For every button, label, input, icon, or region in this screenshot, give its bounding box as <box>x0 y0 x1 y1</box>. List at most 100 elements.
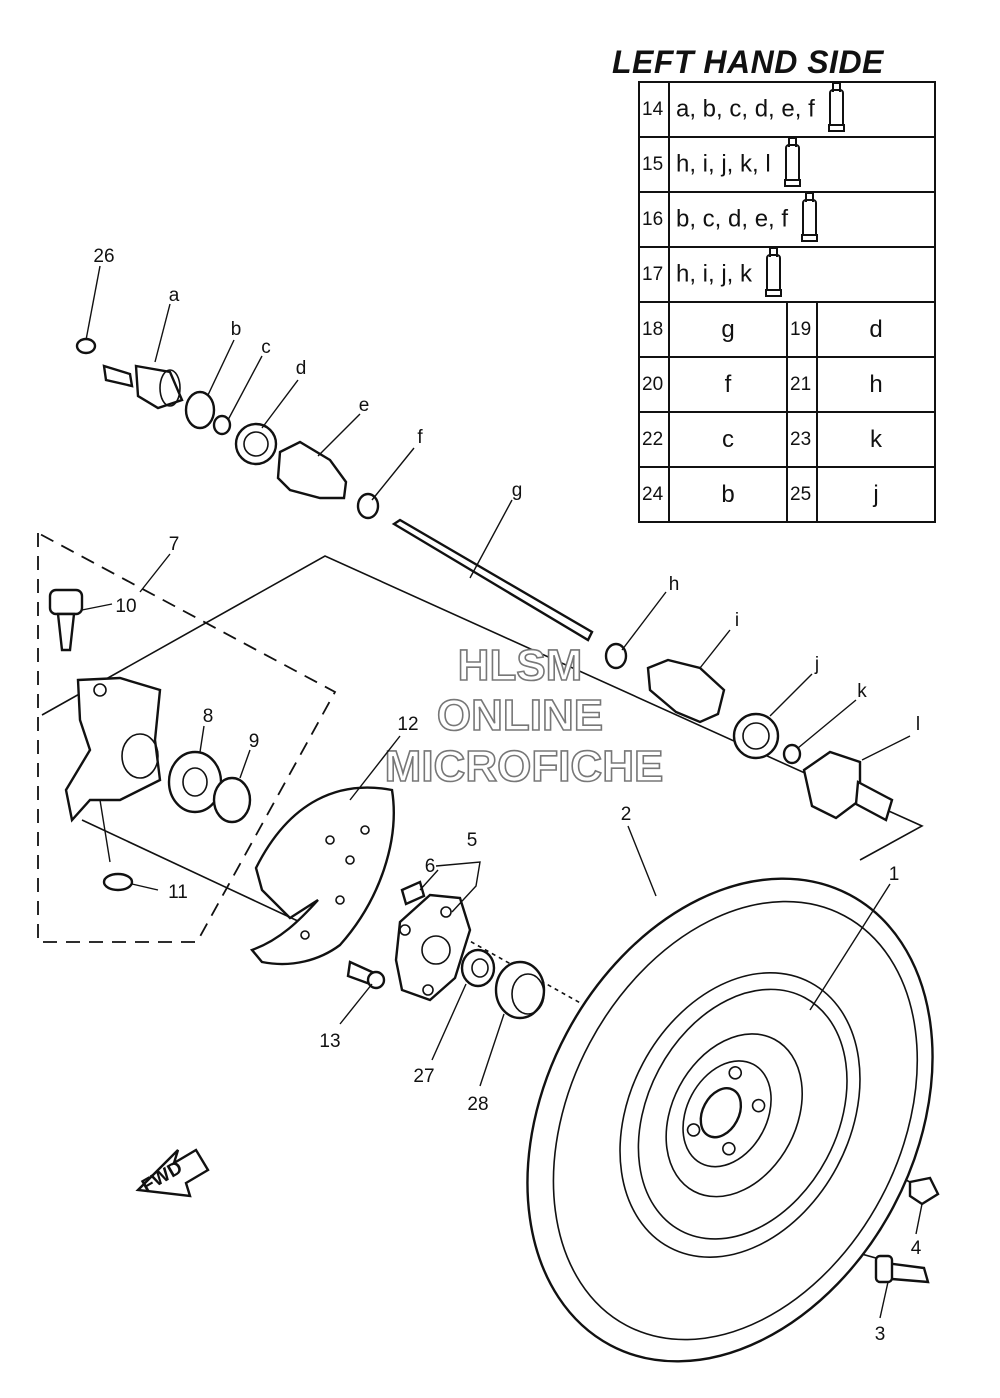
label-h: h <box>669 574 680 595</box>
cv-joint-inner <box>102 364 184 410</box>
row-parts: h, i, j, k <box>668 246 936 303</box>
callout-13: 13 <box>319 1031 340 1052</box>
hub-cap <box>494 960 546 1020</box>
row-number: 16 <box>638 191 670 248</box>
band-j <box>732 712 780 760</box>
table-row: 18 g 19 d <box>638 301 936 358</box>
row-number: 20 <box>638 356 670 413</box>
row-value: b <box>668 466 788 523</box>
table-row: 15 h, i, j, k, l <box>638 136 936 193</box>
watermark-line-3: MICROFICHE <box>385 742 664 791</box>
hub-nut <box>460 948 496 988</box>
table-row: 22 c 23 k <box>638 411 936 468</box>
steering-knuckle <box>64 676 162 823</box>
label-d: d <box>296 358 307 379</box>
row-value: k <box>816 411 936 468</box>
table-row: 24 b 25 j <box>638 466 936 523</box>
label-b: b <box>231 319 242 340</box>
wheel-nut <box>908 1176 940 1206</box>
callout-6: 6 <box>425 856 436 877</box>
band-d <box>234 422 278 466</box>
row-value: g <box>668 301 788 358</box>
row-value: f <box>668 356 788 413</box>
row-number: 14 <box>638 81 670 138</box>
callout-2: 2 <box>621 804 632 825</box>
label-f: f <box>417 427 423 448</box>
brake-guard <box>249 786 395 966</box>
grease-tube-icon <box>801 191 819 242</box>
callout-3: 3 <box>875 1324 886 1345</box>
row-number: 19 <box>786 301 818 358</box>
label-e: e <box>359 395 370 416</box>
callout-10: 10 <box>115 596 136 617</box>
callout-8: 8 <box>203 706 214 727</box>
row-parts: b, c, d, e, f <box>668 191 936 248</box>
clip-k <box>782 743 802 765</box>
row-value: h <box>816 356 936 413</box>
table-row: 20 f 21 h <box>638 356 936 413</box>
row-number: 21 <box>786 356 818 413</box>
cv-joint-outer-l <box>802 750 894 822</box>
side-title: LEFT HAND SIDE <box>612 44 884 80</box>
label-l: l <box>916 714 920 735</box>
callout-12: 12 <box>397 714 418 735</box>
label-c: c <box>261 337 271 358</box>
row-value: d <box>816 301 936 358</box>
row-number: 15 <box>638 136 670 193</box>
table-row: 14 a, b, c, d, e, f <box>638 81 936 138</box>
clip-c <box>212 414 232 436</box>
leader-lines <box>81 265 923 1319</box>
axis-line-hub <box>81 819 301 923</box>
table-row: 16 b, c, d, e, f <box>638 191 936 248</box>
callout-7: 7 <box>169 534 180 555</box>
cotter-ring <box>102 872 134 892</box>
drive-shaft-g <box>391 518 594 642</box>
wheel-rim <box>619 972 861 1258</box>
boot-e <box>276 440 348 500</box>
callout-11: 11 <box>168 882 188 903</box>
row-number: 18 <box>638 301 670 358</box>
row-number: 22 <box>638 411 670 468</box>
band-h <box>604 642 628 670</box>
knuckle-bearing <box>167 750 223 814</box>
callout-4: 4 <box>911 1238 922 1259</box>
row-parts: a, b, c, d, e, f <box>668 81 936 138</box>
callout-26: 26 <box>93 246 114 267</box>
grease-tube-icon <box>783 136 801 187</box>
circlip-26 <box>75 337 97 355</box>
callout-1: 1 <box>889 864 900 885</box>
fwd-arrow-icon: FWD <box>135 1148 210 1198</box>
callout-9: 9 <box>249 731 260 752</box>
axis-frame-line <box>41 555 924 861</box>
callout-27: 27 <box>413 1066 434 1087</box>
table-row: 17 h, i, j, k <box>638 246 936 303</box>
row-value: c <box>668 411 788 468</box>
label-j: j <box>814 654 819 675</box>
guard-screw <box>346 960 386 990</box>
ball-joint <box>48 588 84 652</box>
band-f <box>356 492 380 520</box>
watermark-line-2: ONLINE <box>437 691 603 740</box>
label-g: g <box>512 480 523 501</box>
boot-i <box>646 658 726 724</box>
grease-tube-icon <box>827 81 845 132</box>
hub <box>394 893 472 1002</box>
grease-tube-icon <box>765 246 783 297</box>
wheel-stud <box>874 1254 930 1284</box>
circlip <box>212 776 252 824</box>
row-number: 25 <box>786 466 818 523</box>
label-a: a <box>169 285 180 306</box>
row-value: j <box>816 466 936 523</box>
row-parts: h, i, j, k, l <box>668 136 936 193</box>
hub-bolt <box>400 880 426 906</box>
lubrication-table: 14 a, b, c, d, e, f 15 h, i, j, k, l 16 … <box>638 81 936 523</box>
row-number: 24 <box>638 466 670 523</box>
label-i: i <box>735 610 739 631</box>
watermark-line-1: HLSM <box>458 641 583 690</box>
o-ring-b <box>184 390 216 430</box>
callout-28: 28 <box>467 1094 488 1115</box>
row-number: 23 <box>786 411 818 468</box>
label-k: k <box>857 681 867 702</box>
callout-5: 5 <box>467 830 478 851</box>
